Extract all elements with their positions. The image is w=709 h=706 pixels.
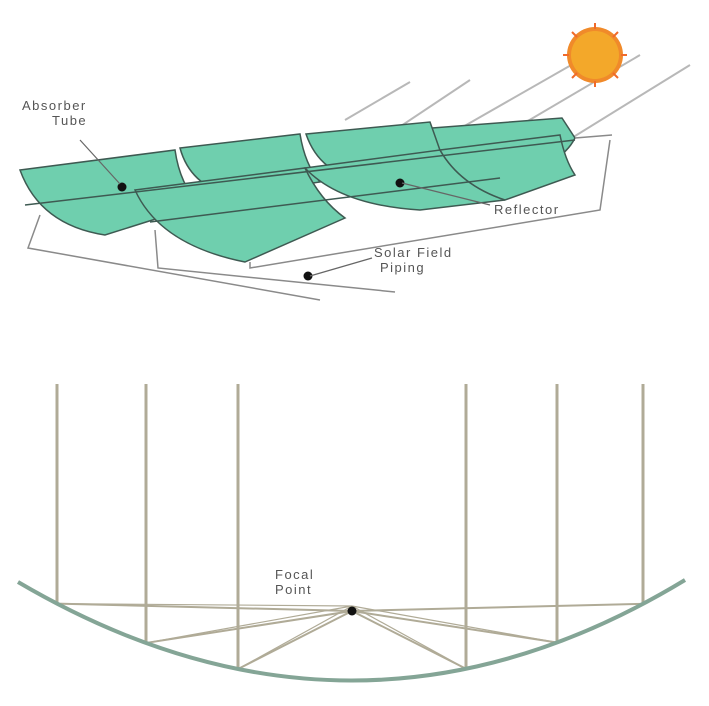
absorber-label-line1: Absorber	[22, 98, 87, 113]
incoming-rays	[55, 384, 645, 670]
solar-field-piping	[26, 134, 613, 301]
parabola-cross-section	[16, 384, 687, 683]
reflected-ray-chord	[145, 605, 353, 644]
focal-label-line2: Point	[275, 582, 313, 597]
solar-field-piping-label: Solar Field Piping	[374, 245, 453, 275]
leader-lines	[79, 139, 491, 277]
reflected-ray-chord	[351, 605, 558, 644]
focal-label-line1: Focal	[275, 567, 315, 582]
absorber-tube-point	[117, 182, 127, 192]
reflector-point	[395, 178, 405, 188]
reflected-ray-chord	[237, 605, 353, 670]
reflected-rays	[56, 602, 644, 670]
piping-point	[303, 271, 313, 281]
reflector-label: Reflector	[494, 202, 560, 217]
absorber-tube-label: Absorber Tube	[22, 98, 87, 128]
reflected-ray	[237, 610, 353, 670]
solar-field-label-line2: Piping	[380, 260, 426, 275]
collector-illustration	[18, 23, 691, 301]
reflected-ray	[56, 602, 353, 612]
absorber-tube	[24, 139, 576, 223]
reflected-ray	[145, 610, 353, 644]
solar-field-label-line1: Solar Field	[374, 245, 453, 260]
focal-point-marker	[347, 606, 357, 616]
parabolic-mirror	[16, 578, 687, 683]
absorber-label-line2: Tube	[52, 113, 88, 128]
trough-module-front-mid	[133, 167, 347, 263]
reflected-ray-chord	[351, 605, 467, 670]
reflected-ray-chord	[56, 602, 353, 607]
focal-point-label: Focal Point	[275, 567, 314, 597]
reflected-ray	[351, 610, 467, 670]
reflected-ray	[351, 602, 644, 612]
sun-icon	[563, 23, 627, 87]
reflected-ray	[351, 610, 558, 644]
